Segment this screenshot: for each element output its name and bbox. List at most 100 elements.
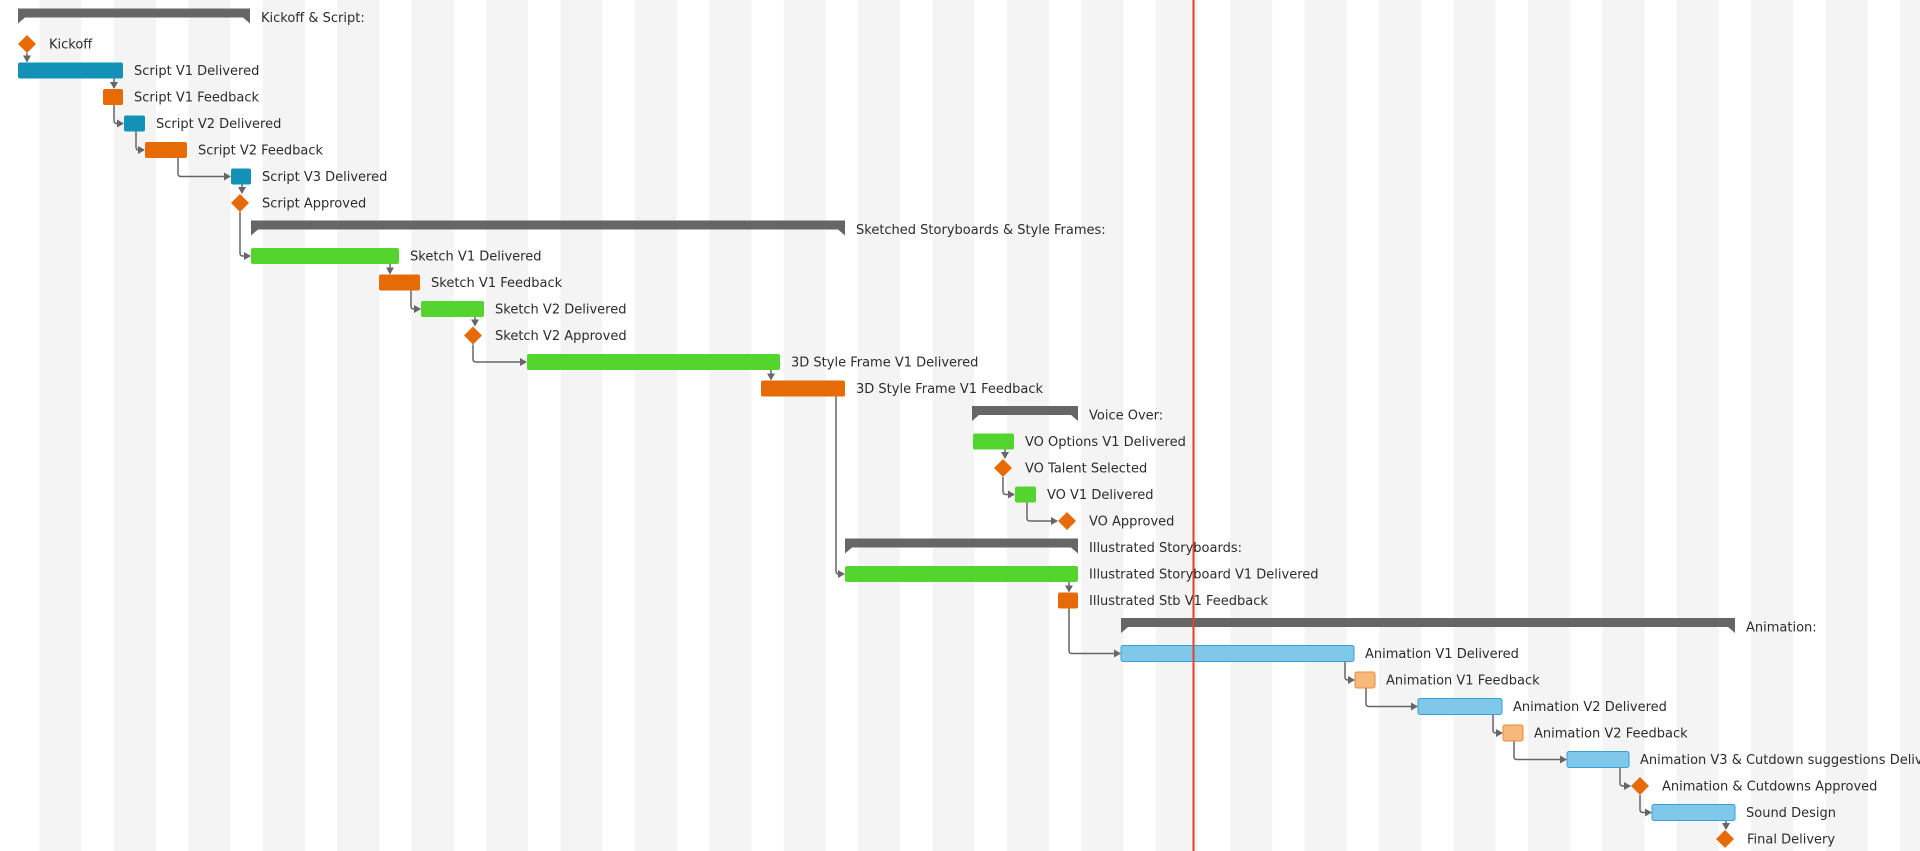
dependency-arrow [1365, 688, 1418, 711]
task-bar[interactable] [379, 274, 420, 291]
task-label: Script V2 Delivered [156, 117, 281, 132]
task-bar[interactable] [527, 354, 780, 370]
task-bar[interactable] [845, 566, 1078, 582]
column-stripe [1304, 0, 1347, 851]
task-label: Final Delivery [1747, 833, 1835, 848]
task-row[interactable]: Animation V1 Delivered [1120, 645, 1519, 663]
task-bar[interactable] [1058, 592, 1078, 609]
group-summary-bar[interactable] [1121, 618, 1735, 633]
task-label: Sketch V1 Feedback [431, 276, 563, 291]
column-stripe [188, 0, 231, 851]
task-row[interactable]: Animation V1 Feedback [1354, 671, 1540, 689]
task-bar[interactable] [421, 301, 484, 317]
task-row[interactable]: Script V1 Delivered [18, 62, 259, 80]
column-stripe [39, 0, 82, 851]
task-label: Animation & Cutdowns Approved [1662, 780, 1877, 795]
column-stripe [262, 0, 305, 851]
task-bar[interactable] [1566, 751, 1630, 768]
task-label: Animation V2 Feedback [1534, 727, 1688, 742]
task-row[interactable]: Script V2 Feedback [145, 142, 324, 159]
group-row[interactable]: Kickoff & Script: [18, 8, 365, 27]
dependency-arrow [1639, 795, 1652, 817]
task-row[interactable]: Illustrated Storyboard V1 Delivered [845, 566, 1319, 583]
task-label: Kickoff [49, 38, 93, 53]
column-stripe [858, 0, 901, 851]
task-bar[interactable] [1120, 645, 1355, 662]
group-row[interactable]: Animation: [1121, 618, 1817, 636]
milestone-diamond[interactable] [994, 459, 1012, 477]
group-summary-bar[interactable] [251, 220, 845, 236]
milestone-diamond[interactable] [1631, 777, 1649, 795]
dependency-arrow [1513, 741, 1567, 764]
column-stripe [1453, 0, 1496, 851]
task-label: 3D Style Frame V1 Feedback [856, 382, 1044, 397]
task-row[interactable]: 3D Style Frame V1 Feedback [761, 380, 1044, 398]
task-bar[interactable] [1502, 724, 1524, 742]
task-row[interactable]: Sound Design [1651, 804, 1836, 822]
task-row[interactable]: Animation V3 & Cutdown suggestions Deliv… [1566, 751, 1920, 769]
task-bar[interactable] [1651, 804, 1736, 821]
task-bar[interactable] [18, 62, 123, 79]
task-label: Script V1 Delivered [134, 64, 259, 79]
milestone-row[interactable]: Script Approved [231, 194, 366, 212]
group-summary-bar[interactable] [845, 538, 1078, 554]
group-summary-bar[interactable] [972, 406, 1078, 421]
task-label: Animation V1 Delivered [1365, 647, 1519, 662]
task-bar[interactable] [231, 168, 251, 185]
task-row[interactable]: Sketch V1 Feedback [379, 274, 563, 292]
milestone-row[interactable]: Sketch V2 Approved [464, 326, 627, 345]
milestone-row[interactable]: Animation & Cutdowns Approved [1631, 777, 1877, 795]
task-row[interactable]: Illustrated Stb V1 Feedback [1058, 592, 1268, 610]
column-stripe [486, 0, 528, 851]
task-row[interactable]: Animation V2 Feedback [1502, 724, 1688, 742]
task-bar[interactable] [1354, 671, 1376, 689]
milestone-row[interactable]: Final Delivery [1716, 830, 1835, 848]
milestone-diamond[interactable] [1058, 512, 1076, 530]
task-label: Animation V3 & Cutdown suggestions Deliv… [1640, 753, 1920, 768]
task-row[interactable]: 3D Style Frame V1 Delivered [527, 354, 978, 371]
task-row[interactable]: Sketch V1 Delivered [251, 248, 541, 265]
task-bar[interactable] [761, 380, 845, 397]
dependency-arrow [835, 396, 845, 578]
task-label: Illustrated Storyboards: [1089, 541, 1242, 556]
task-label: VO Approved [1089, 515, 1174, 530]
task-bar[interactable] [973, 433, 1014, 450]
milestone-diamond[interactable] [18, 35, 36, 53]
task-bar[interactable] [103, 89, 123, 105]
task-label: Animation V1 Feedback [1386, 674, 1540, 689]
group-row[interactable]: Illustrated Storyboards: [845, 538, 1242, 557]
timeline-column-stripes [39, 0, 1920, 851]
task-bar[interactable] [1015, 486, 1036, 503]
task-bar[interactable] [145, 142, 187, 158]
column-stripe [1602, 0, 1645, 851]
group-row[interactable]: Voice Over: [972, 406, 1163, 424]
column-stripe [1825, 0, 1868, 851]
task-row[interactable]: Script V3 Delivered [231, 168, 387, 186]
task-row[interactable]: VO Options V1 Delivered [973, 433, 1186, 451]
task-label: VO Options V1 Delivered [1025, 435, 1186, 450]
group-row[interactable]: Sketched Storyboards & Style Frames: [251, 220, 1106, 239]
milestone-diamond[interactable] [1716, 830, 1734, 848]
milestone-row[interactable]: VO Approved [1058, 512, 1174, 530]
dependency-arrows [23, 53, 1730, 830]
task-row[interactable]: Script V2 Delivered [124, 115, 281, 133]
milestone-row[interactable]: VO Talent Selected [994, 459, 1147, 477]
task-row[interactable]: Animation V2 Delivered [1417, 698, 1667, 716]
task-bar[interactable] [251, 248, 399, 264]
task-row[interactable]: Sketch V2 Delivered [421, 301, 626, 318]
task-bar[interactable] [124, 115, 145, 132]
milestone-diamond[interactable] [231, 194, 249, 212]
column-stripe [113, 0, 156, 851]
task-bar[interactable] [1417, 698, 1503, 715]
task-label: Voice Over: [1089, 409, 1163, 424]
task-row[interactable]: Script V1 Feedback [103, 89, 260, 106]
column-stripe [1230, 0, 1273, 851]
task-label: VO V1 Delivered [1047, 488, 1154, 503]
task-row[interactable]: VO V1 Delivered [1015, 486, 1154, 504]
milestone-diamond[interactable] [464, 326, 482, 345]
task-label: Script V3 Delivered [262, 170, 387, 185]
group-summary-bar[interactable] [18, 8, 250, 24]
column-stripe [634, 0, 677, 851]
milestone-row[interactable]: Kickoff [18, 35, 93, 53]
